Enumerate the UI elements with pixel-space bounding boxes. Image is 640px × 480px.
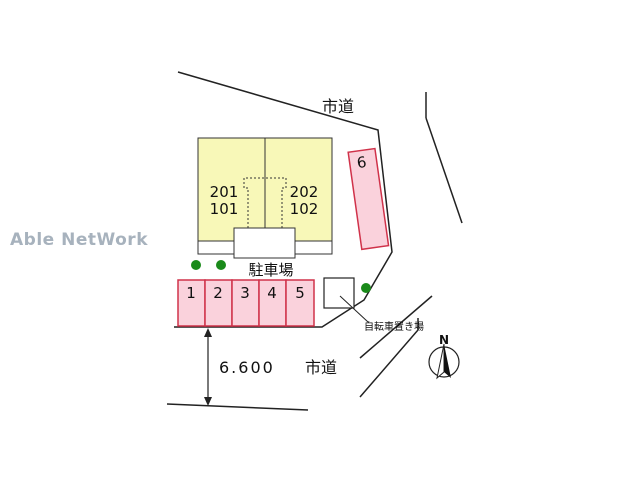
parking-space-1 xyxy=(177,279,206,327)
unit-label-101: 101 xyxy=(210,200,239,218)
parking-label-2: 2 xyxy=(213,284,223,302)
road-width-label: 6.600 xyxy=(219,358,275,377)
bicycle-parking-leader xyxy=(339,295,369,323)
tree-icon xyxy=(216,260,226,270)
parking-row xyxy=(177,279,315,327)
right-road-line-diag xyxy=(425,117,463,224)
road-label-bottom: 市道 xyxy=(305,358,337,377)
unit-label-202: 202 xyxy=(290,183,319,201)
parking-labels: 1 2 3 4 5 xyxy=(186,284,305,302)
diagonal-road-lower xyxy=(359,318,419,398)
compass-north-label: N xyxy=(439,333,449,347)
road-lines xyxy=(166,71,463,411)
compass-north-icon: N xyxy=(428,333,460,380)
parking-space-3 xyxy=(231,279,260,327)
watermark: Able NetWork xyxy=(10,230,148,250)
parking-space-5 xyxy=(285,279,315,327)
parking-space-6: 6 xyxy=(347,147,390,251)
unit-label-102: 102 xyxy=(290,200,319,218)
parking-label-4: 4 xyxy=(267,284,277,302)
trees xyxy=(191,260,371,293)
building-entrance xyxy=(233,227,296,259)
tree-icon xyxy=(191,260,201,270)
bicycle-parking: 自転車置き場 xyxy=(323,277,424,333)
road-width-dimension xyxy=(204,328,212,406)
parking-label-3: 3 xyxy=(240,284,250,302)
parking-label-1: 1 xyxy=(186,284,196,302)
parking-space-2 xyxy=(204,279,233,327)
top-road-edge xyxy=(174,71,393,328)
bicycle-parking-box xyxy=(323,277,355,309)
building-right-unit xyxy=(264,137,333,242)
unit-label-201: 201 xyxy=(210,183,239,201)
road-label-top: 市道 xyxy=(322,97,354,116)
parking-label-5: 5 xyxy=(295,284,305,302)
building-left-balcony xyxy=(197,240,235,255)
bottom-road-edge xyxy=(166,403,309,411)
building: 201 101 202 102 xyxy=(197,137,333,259)
bicycle-parking-label: 自転車置き場 xyxy=(364,320,424,333)
parking-title: 駐車場 xyxy=(248,261,293,279)
parking-space-6-label: 6 xyxy=(356,153,368,172)
building-right-balcony xyxy=(294,240,333,255)
diagonal-road-upper xyxy=(359,295,433,359)
stair-outline-dashed xyxy=(243,177,287,228)
tree-icon xyxy=(361,283,371,293)
